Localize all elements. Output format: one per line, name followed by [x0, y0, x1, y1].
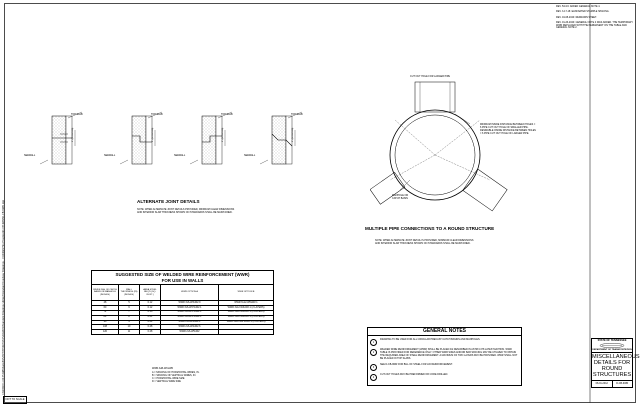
- wwr-legend-item: A = SPACING OF HORIZONTAL WIRES, IN.: [152, 371, 200, 374]
- general-notes-box: GENERAL NOTES 1 DRAWING TO BE USED FOR A…: [367, 327, 522, 386]
- note-text: WELDED WIRE REINFORCEMENT (WWR) SHALL BE…: [380, 348, 518, 360]
- seewall-label-1: SEEWALL: [24, 154, 36, 157]
- table-cell: [218, 329, 274, 335]
- top-slab-label-2: TOP SLAB: [151, 113, 163, 116]
- wwr-header-cell: WWR OPTION B: [218, 283, 274, 302]
- min-distance-note: MINIMUM INSIDE DISTANCE BETWEEN HOLES = …: [480, 123, 536, 135]
- state-label: STATE OF TENNESSEE: [597, 339, 627, 342]
- top-slab-label-3: TOP SLAB: [221, 113, 233, 116]
- revision-4: REV. 01-26-2020: GENERAL NOTE 4 WAS ADDE…: [556, 21, 633, 30]
- wwr-legend-item: D = VERTICAL WIRE SIZE: [152, 379, 181, 383]
- table-cell: 11: [118, 329, 140, 335]
- title-block-footer: 08-01-2012 D-CB-9WR: [592, 380, 632, 387]
- table-cell: 0.28: [139, 329, 161, 335]
- pipe-connection-drawing: [370, 81, 508, 212]
- seewall-label-2: SEEWALL: [104, 154, 116, 157]
- wwr-header-cell: WALL THICKNESS (IN) (INCHES): [118, 283, 140, 302]
- revision-notes: REV. 5/1/16: ADDED GENERAL NOTE 4. REV. …: [556, 5, 634, 30]
- drawing-date: 08-01-2012: [595, 382, 608, 385]
- joint-detail-4: [259, 111, 303, 165]
- note-number: 4: [370, 373, 377, 381]
- note-number: 2: [370, 349, 377, 356]
- wwr-title-line2: FOR USE IN WALLS: [161, 278, 204, 283]
- note-text: CUT-OUT HOLES MAY BE PREFORMED OR CORE D…: [380, 372, 449, 376]
- wwr-header-cell: INSIDE DIA. OF CATCH BASIN OR MANHOLE (I…: [91, 283, 119, 302]
- dim-label-3: 1" (LESS MIN): [222, 127, 224, 142]
- note-number: 1: [370, 339, 377, 346]
- file-date-label: 1/30/2020 11:23:45 AM: [2, 370, 5, 395]
- manhole-label: MANHOLE OR CATCH BASIN: [392, 194, 409, 200]
- pipe-detail-note: NOTE: WHEN ALTERNATE JOINT DETAIL IS PRO…: [375, 239, 474, 245]
- note-text: SEE D-CB-9WR FOR BILL OF STEEL FOR LID R…: [380, 362, 453, 366]
- note-text: DRAWING TO BE USED FOR ALL CIRCULAR PREC…: [380, 338, 481, 341]
- joint-detail-1: [39, 111, 83, 165]
- general-note-item: 2 WELDED WIRE REINFORCEMENT (WWR) SHALL …: [368, 346, 521, 361]
- pipe-detail-title: MULTIPLE PIPE CONNECTIONS TO A ROUND STR…: [365, 226, 495, 231]
- wwr-legend-item: C = HORIZONTAL WIRE SIZE: [152, 376, 185, 380]
- top-slab-label-4: TOP SLAB: [291, 113, 303, 116]
- title-block: STATE OF TENNESSEE DEPARTMENT OF TRANSPO…: [591, 338, 640, 388]
- general-note-item: 4 CUT-OUT HOLES MAY BE PREFORMED OR CORE…: [368, 371, 521, 381]
- wwr-title-line1: SUGGESTED SIZE OF WELDED WIRE REINFORCEM…: [115, 272, 250, 277]
- revision-1: REV. 5/1/16: ADDED GENERAL NOTE 4.: [556, 5, 601, 8]
- note-number: 3: [370, 363, 377, 371]
- wwr-header-row: INSIDE DIA. OF CATCH BASIN OR MANHOLE (I…: [91, 283, 274, 302]
- dim-label-2: 1" (LESS MIN): [152, 127, 154, 142]
- wwr-legend-title: WWR AxB-WCxWD: [152, 367, 174, 370]
- joint-details-note: NOTE: WHEN ALTERNATE JOINT DETAILS PROVI…: [137, 208, 235, 214]
- seewall-label-4: SEEWALL: [244, 154, 256, 157]
- file-path-label: I:\Shared\SNS\TSYP\DC\STANDARDS\Standard…: [2, 199, 5, 372]
- joint-detail-2: [119, 111, 163, 165]
- dim-label-4: 1" (LESS MIN): [292, 127, 294, 142]
- wwr-table-title: SUGGESTED SIZE OF WELDED WIRE REINFORCEM…: [91, 270, 274, 284]
- wwr-table: INSIDE DIA. OF CATCH BASIN OR MANHOLE (I…: [91, 283, 274, 335]
- drawing-name: MISCELLANEOUS DETAILS FOR ROUND STRUCTUR…: [592, 354, 640, 378]
- wwr-legend-item: B = SPACING OF VERTICAL WIRES, IN.: [152, 373, 196, 377]
- revision-3: REV. 04-08-2020: REDRAWN SHEET.: [556, 15, 597, 19]
- title-block-header: STATE OF TENNESSEE DEPARTMENT OF TRANSPO…: [592, 339, 632, 354]
- wwr-header-cell: AREA STEEL REQ'D (SQ. IN./FT.): [139, 283, 161, 302]
- tn-seal-icon: [599, 343, 625, 349]
- table-cell: 120: [91, 329, 119, 335]
- not-to-scale-label: NOT TO SCALE: [3, 396, 27, 404]
- drawing-number: D-CB-9WR: [611, 381, 633, 387]
- revision-2: REV. 3-17-18: ELIMINATED STAMPLE SPACING…: [556, 10, 610, 14]
- wwr-legend: WWR AxB-WCxWD A = SPACING OF HORIZONTAL …: [152, 367, 232, 384]
- dim-label-1: 1" (LESS MIN): [72, 127, 74, 142]
- joint-detail-3: [189, 111, 233, 165]
- joint-details-title: ALTERNATE JOINT DETAILS: [137, 199, 200, 204]
- general-note-item: 3 SEE D-CB-9WR FOR BILL OF STEEL FOR LID…: [368, 361, 521, 371]
- top-slab-label-1: TOP SLAB: [71, 113, 83, 116]
- joint-details-drawing: [39, 111, 303, 165]
- general-notes-title: GENERAL NOTES: [368, 328, 521, 336]
- general-note-item: 1 DRAWING TO BE USED FOR ALL CIRCULAR PR…: [368, 336, 521, 346]
- wwr-header-cell: WWR OPTION A: [160, 283, 219, 302]
- cut-out-label: CUT OUT HOLE FOR LARGER PIPE: [410, 75, 451, 78]
- seewall-label-3: SEEWALL: [174, 154, 186, 157]
- table-cell: WWR 2x6-W5xW2: [160, 329, 219, 335]
- department-label: DEPARTMENT OF TRANSPORTATION: [592, 348, 632, 351]
